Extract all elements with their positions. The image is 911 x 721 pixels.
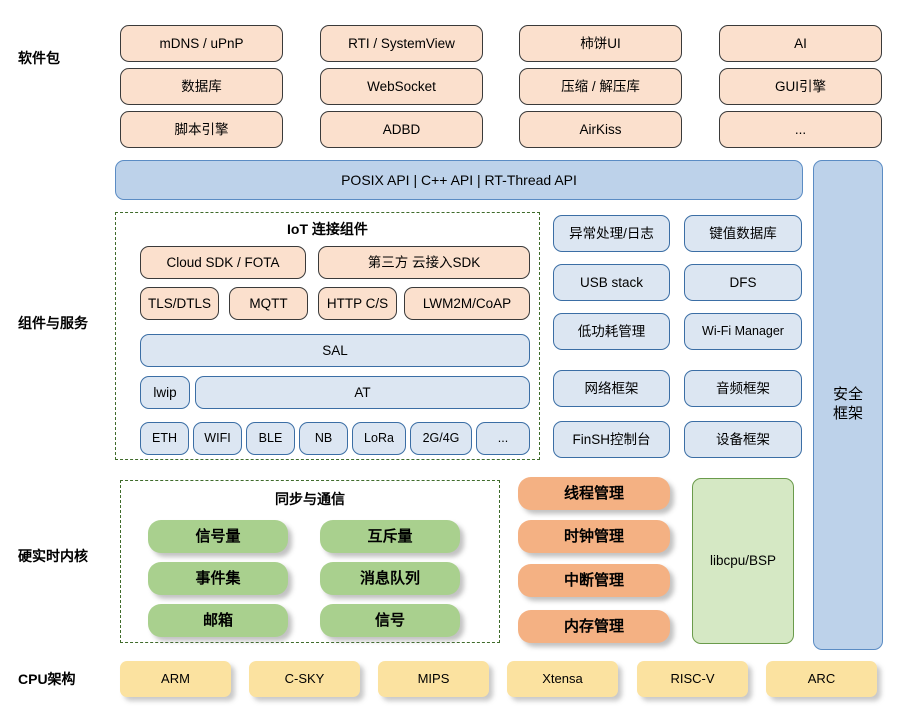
- service-box[interactable]: 设备框架: [684, 421, 802, 458]
- iot-link-box[interactable]: LoRa: [352, 422, 406, 455]
- iot-link-box[interactable]: BLE: [246, 422, 295, 455]
- package-box[interactable]: WebSocket: [320, 68, 483, 105]
- row-label-hard-realtime-kernel: 硬实时内核: [18, 548, 88, 564]
- kernel-sync-box[interactable]: 信号量: [148, 520, 288, 553]
- security-framework-label-line2: 框架: [832, 405, 863, 422]
- kernel-sync-box[interactable]: 消息队列: [320, 562, 460, 595]
- package-box[interactable]: GUI引擎: [719, 68, 882, 105]
- service-box[interactable]: 键值数据库: [684, 215, 802, 252]
- cpu-arch-box[interactable]: Xtensa: [507, 661, 618, 697]
- kernel-management-box[interactable]: 时钟管理: [518, 520, 670, 553]
- package-box[interactable]: AI: [719, 25, 882, 62]
- sync-group-container: [120, 480, 500, 643]
- iot-box[interactable]: Cloud SDK / FOTA: [140, 246, 306, 279]
- kernel-management-box[interactable]: 内存管理: [518, 610, 670, 643]
- kernel-sync-box[interactable]: 事件集: [148, 562, 288, 595]
- service-box[interactable]: Wi-Fi Manager: [684, 313, 802, 350]
- service-box[interactable]: 低功耗管理: [553, 313, 670, 350]
- package-box[interactable]: AirKiss: [519, 111, 682, 148]
- sync-group-title: 同步与通信: [275, 491, 345, 507]
- kernel-management-box[interactable]: 中断管理: [518, 564, 670, 597]
- row-label-software-packages: 软件包: [18, 50, 60, 66]
- iot-box[interactable]: MQTT: [229, 287, 308, 320]
- iot-box-sal[interactable]: SAL: [140, 334, 530, 367]
- iot-link-box[interactable]: ETH: [140, 422, 189, 455]
- kernel-management-box[interactable]: 线程管理: [518, 477, 670, 510]
- package-box[interactable]: 数据库: [120, 68, 283, 105]
- security-framework-label-line1: 安全: [832, 386, 863, 404]
- iot-box[interactable]: TLS/DTLS: [140, 287, 219, 320]
- cpu-arch-box[interactable]: ARC: [766, 661, 877, 697]
- iot-box-lwip[interactable]: lwip: [140, 376, 190, 409]
- security-framework-bar[interactable]: 安全 框架: [813, 160, 883, 650]
- iot-link-box[interactable]: WIFI: [193, 422, 242, 455]
- service-box[interactable]: 异常处理/日志: [553, 215, 670, 252]
- service-box[interactable]: USB stack: [553, 264, 670, 301]
- libcpu-bsp-box[interactable]: libcpu/BSP: [692, 478, 794, 644]
- iot-link-box[interactable]: NB: [299, 422, 348, 455]
- kernel-sync-box[interactable]: 信号: [320, 604, 460, 637]
- package-box[interactable]: ...: [719, 111, 882, 148]
- package-box[interactable]: mDNS / uPnP: [120, 25, 283, 62]
- package-box[interactable]: ADBD: [320, 111, 483, 148]
- service-box[interactable]: DFS: [684, 264, 802, 301]
- package-box[interactable]: 脚本引擎: [120, 111, 283, 148]
- iot-box[interactable]: LWM2M/CoAP: [404, 287, 530, 320]
- row-label-components-services: 组件与服务: [18, 315, 88, 331]
- package-box[interactable]: 压缩 / 解压库: [519, 68, 682, 105]
- api-bar[interactable]: POSIX API | C++ API | RT-Thread API: [115, 160, 803, 200]
- cpu-arch-box[interactable]: C-SKY: [249, 661, 360, 697]
- kernel-sync-box[interactable]: 互斥量: [320, 520, 460, 553]
- iot-box[interactable]: 第三方 云接入SDK: [318, 246, 530, 279]
- cpu-arch-box[interactable]: MIPS: [378, 661, 489, 697]
- iot-box[interactable]: HTTP C/S: [318, 287, 397, 320]
- iot-link-box[interactable]: 2G/4G: [410, 422, 472, 455]
- iot-link-box[interactable]: ...: [476, 422, 530, 455]
- service-box[interactable]: 音频框架: [684, 370, 802, 407]
- package-box[interactable]: 柿饼UI: [519, 25, 682, 62]
- iot-group-container: [115, 212, 540, 460]
- row-label-cpu-architecture: CPU架构: [18, 671, 76, 687]
- iot-group-title: IoT 连接组件: [287, 221, 368, 237]
- cpu-arch-box[interactable]: RISC-V: [637, 661, 748, 697]
- service-box[interactable]: 网络框架: [553, 370, 670, 407]
- package-box[interactable]: RTI / SystemView: [320, 25, 483, 62]
- kernel-sync-box[interactable]: 邮箱: [148, 604, 288, 637]
- service-box[interactable]: FinSH控制台: [553, 421, 670, 458]
- cpu-arch-box[interactable]: ARM: [120, 661, 231, 697]
- iot-box-at[interactable]: AT: [195, 376, 530, 409]
